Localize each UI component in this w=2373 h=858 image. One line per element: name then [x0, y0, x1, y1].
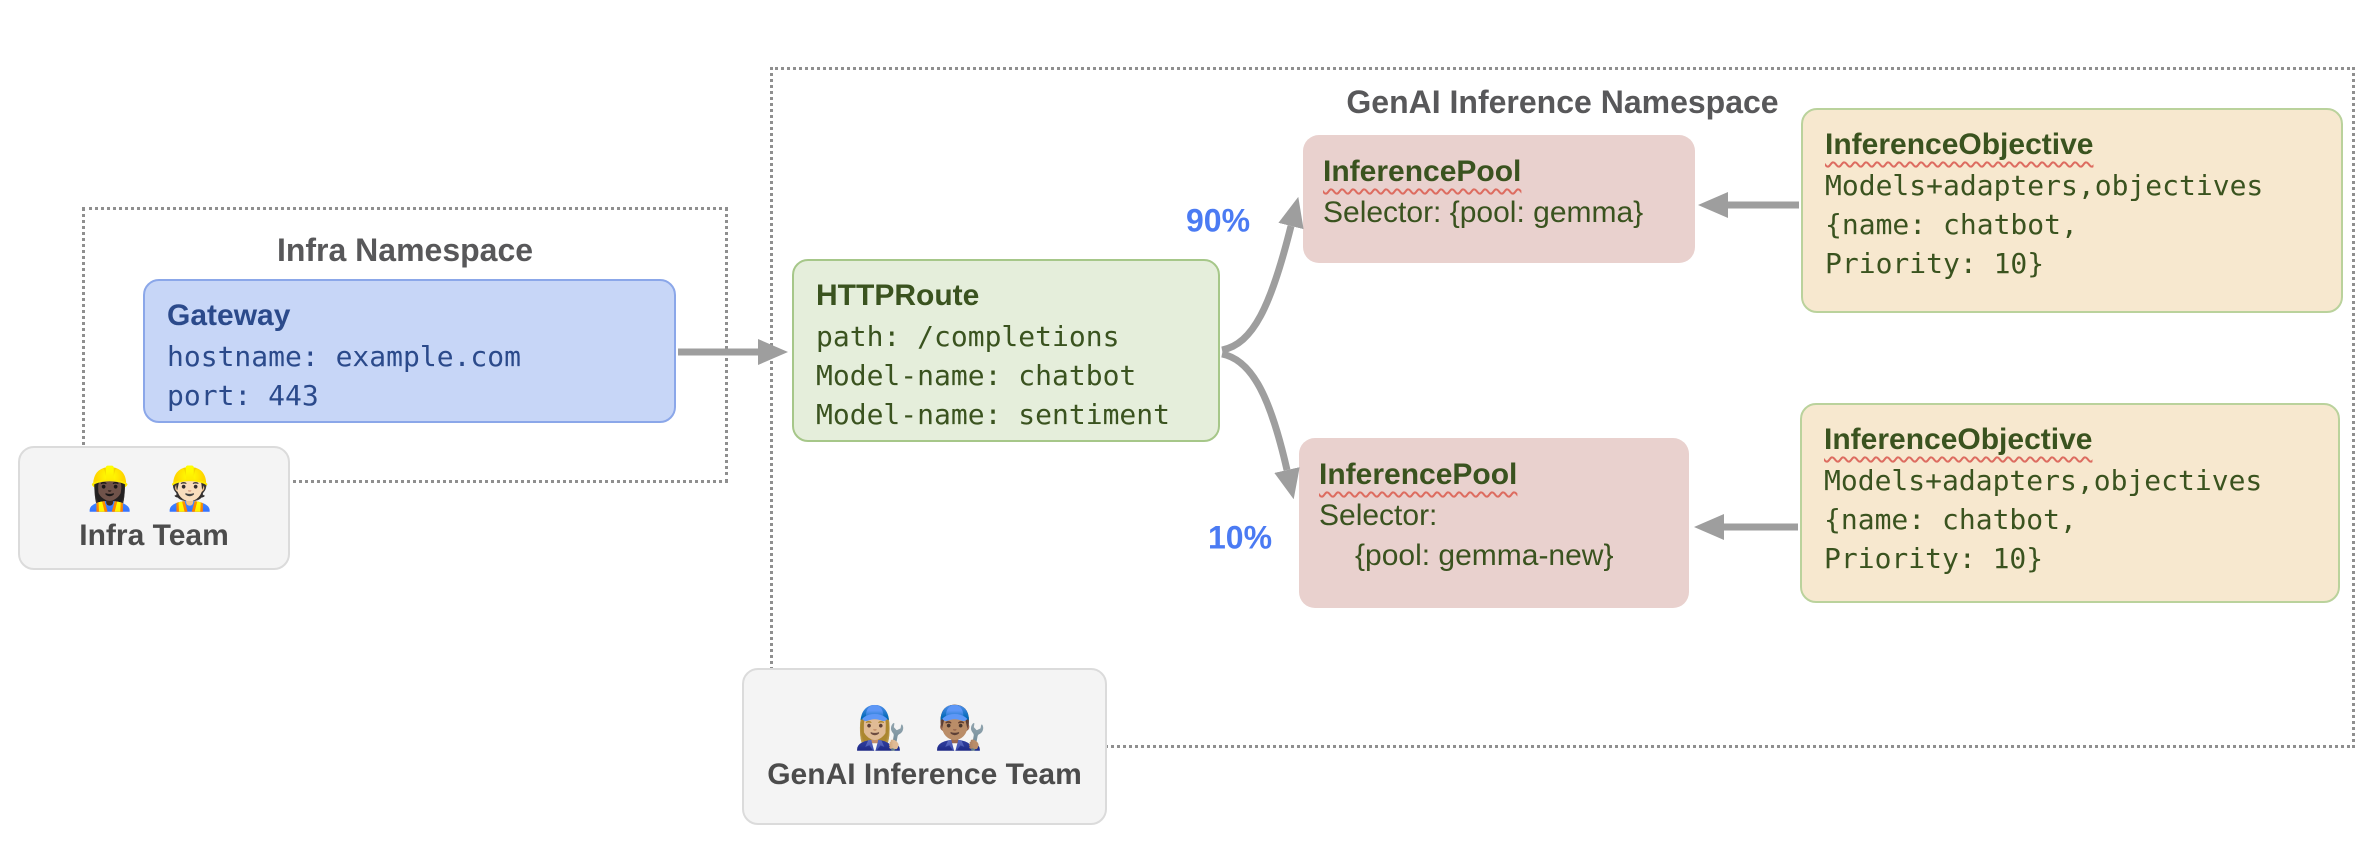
- httproute-model-sentiment: Model-name: sentiment: [816, 398, 1171, 431]
- inferenceobjective-top-name: {name: chatbot,: [1825, 208, 2078, 241]
- httproute-node: HTTPRoute path: /completions Model-name:…: [792, 259, 1220, 442]
- inferenceobjective-bottom-name: {name: chatbot,: [1824, 503, 2077, 536]
- gateway-hostname: hostname: example.com: [167, 340, 522, 373]
- gateway-title: Gateway: [167, 299, 291, 332]
- construction-worker-icons: 👷🏿‍♀️ 👷🏻: [83, 465, 225, 512]
- gateway-node: Gateway hostname: example.com port: 443: [143, 279, 676, 423]
- genai-inference-team-card: 👩🏼‍🔧 👨🏽‍🔧 GenAI Inference Team: [742, 668, 1107, 825]
- infra-namespace-title: Infra Namespace: [276, 232, 534, 268]
- inferencepool-gemma-new-node: InferencePool Selector: {pool: gemma-new…: [1299, 438, 1689, 608]
- httproute-path: path: /completions: [816, 320, 1120, 353]
- inferencepool-gemma-selector: Selector: {pool: gemma}: [1323, 196, 1644, 229]
- gateway-port: port: 443: [167, 379, 319, 412]
- infra-namespace-container: Infra Namespace: [82, 207, 728, 483]
- inferenceobjective-bottom-models: Models+adapters,objectives: [1824, 464, 2263, 497]
- httproute-model-chatbot: Model-name: chatbot: [816, 359, 1137, 392]
- inferencepool-gemma-new-selector-value: {pool: gemma-new}: [1355, 539, 1614, 572]
- inferencepool-gemma-new-title: InferencePool: [1319, 458, 1518, 491]
- inferencepool-gemma-node: InferencePool Selector: {pool: gemma}: [1303, 135, 1695, 263]
- genai-namespace-container: GenAI Inference Namespace: [770, 67, 2355, 748]
- inferenceobjective-top-models: Models+adapters,objectives: [1825, 169, 2264, 202]
- infra-team-card: 👷🏿‍♀️ 👷🏻 Infra Team: [18, 446, 290, 570]
- inferenceobjective-bottom-title: InferenceObjective: [1824, 423, 2093, 456]
- httproute-title: HTTPRoute: [816, 279, 980, 312]
- inferencepool-gemma-new-selector: Selector:: [1319, 499, 1438, 532]
- split-10-label: 10%: [1207, 519, 1273, 556]
- split-90-label: 90%: [1185, 202, 1251, 239]
- genai-inference-team-label: GenAI Inference Team: [767, 757, 1082, 791]
- inferencepool-gemma-title: InferencePool: [1323, 155, 1522, 188]
- infra-team-label: Infra Team: [79, 519, 229, 552]
- inferenceobjective-top-node: InferenceObjective Models+adapters,objec…: [1801, 108, 2343, 313]
- inferenceobjective-bottom-priority: Priority: 10}: [1824, 542, 2044, 575]
- mechanic-icons: 👩🏼‍🔧 👨🏽‍🔧: [854, 703, 995, 751]
- genai-namespace-title: GenAI Inference Namespace: [1346, 84, 1779, 120]
- inferenceobjective-top-priority: Priority: 10}: [1825, 247, 2045, 280]
- inferenceobjective-bottom-node: InferenceObjective Models+adapters,objec…: [1800, 403, 2340, 603]
- inferenceobjective-top-title: InferenceObjective: [1825, 128, 2094, 161]
